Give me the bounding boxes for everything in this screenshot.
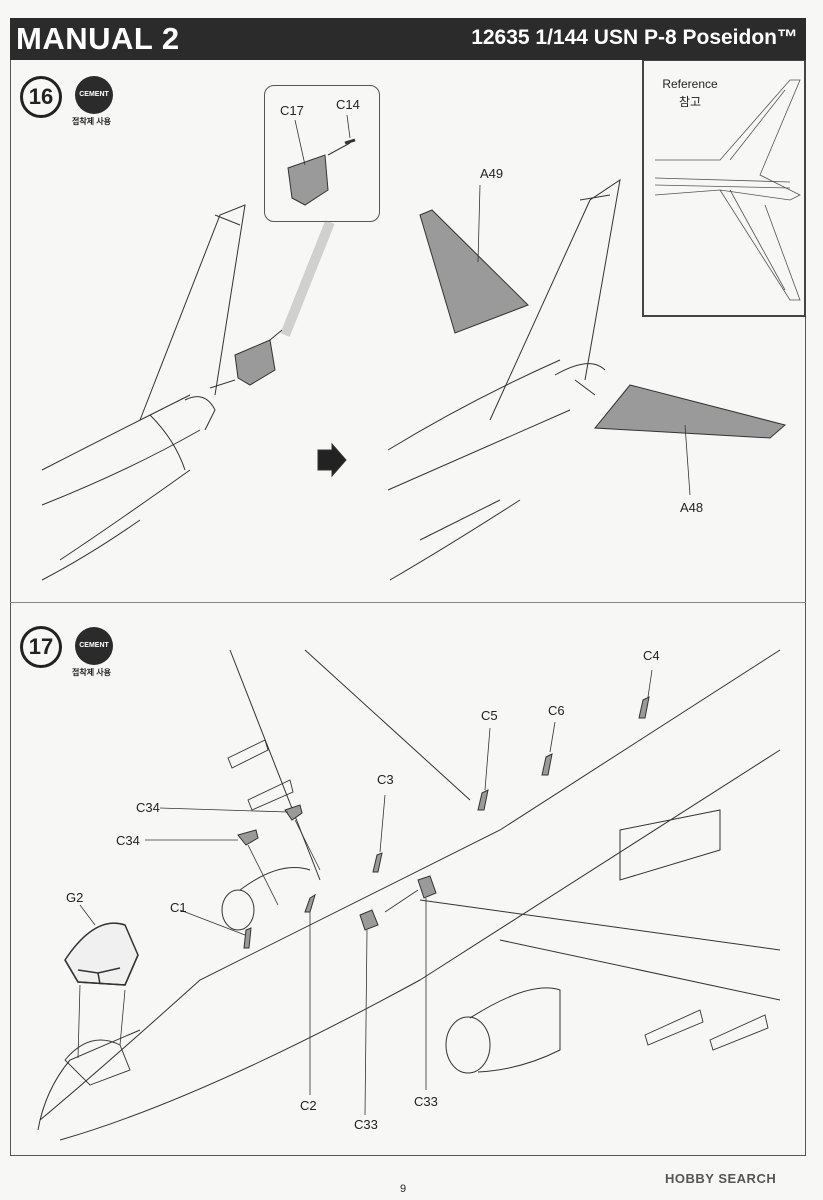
- antenna-parts: [237, 696, 650, 949]
- part-c17-left: [234, 339, 276, 386]
- step17-fuselage: [37, 649, 781, 1141]
- cement-note: 접착제 사용: [72, 117, 112, 126]
- cockpit-opening: [64, 1039, 131, 1086]
- part-c17-detail: [287, 154, 329, 206]
- reference-label: Reference: [662, 77, 718, 91]
- part-label-c2: C2: [300, 1098, 317, 1113]
- cement-icon: CEMENT: [75, 76, 113, 114]
- step-16-number: 16: [20, 76, 62, 118]
- engine-nacelle-left: [221, 867, 311, 931]
- missiles: [227, 739, 769, 1051]
- part-label-c1: C1: [170, 900, 187, 915]
- part-label-c33: C33: [414, 1094, 438, 1109]
- part-label-c33: C33: [354, 1117, 378, 1132]
- engine-nacelle-right: [445, 987, 561, 1074]
- part-label-c17: C17: [280, 103, 304, 118]
- step16-fuselage-left: [41, 204, 246, 581]
- cement-note: 접착제 사용: [72, 668, 112, 677]
- leader-lines: [77, 669, 653, 1116]
- part-label-a48: A48: [680, 500, 704, 515]
- part-a49: [419, 209, 529, 334]
- arrow-right-icon: [317, 442, 347, 478]
- part-label-c34: C34: [116, 833, 140, 848]
- part-label-c5: C5: [481, 708, 498, 723]
- page-frame: [10, 60, 806, 1156]
- part-label-c14: C14: [336, 97, 360, 112]
- cement-icon: CEMENT: [75, 627, 113, 665]
- step16-fuselage-right: [387, 178, 621, 581]
- part-label-c4: C4: [643, 648, 660, 663]
- watermark: HOBBY SEARCH: [665, 1171, 777, 1186]
- part-a48: [593, 384, 787, 439]
- detail-inset-box: [264, 85, 380, 222]
- reference-label-ko: 참고: [678, 95, 702, 109]
- page-header: MANUAL 2 12635 1/144 USN P-8 Poseidon™: [10, 18, 806, 60]
- part-label-c3: C3: [377, 772, 394, 787]
- part-label-c34: C34: [136, 800, 160, 815]
- reference-box: [642, 60, 806, 317]
- manual-title: MANUAL 2: [16, 21, 180, 56]
- step-17-number: 17: [20, 626, 62, 668]
- page-number: 9: [400, 1183, 407, 1195]
- part-label-c6: C6: [548, 703, 565, 718]
- part-label-a49: A49: [480, 166, 504, 181]
- part-label-g2: G2: [66, 890, 84, 905]
- product-title: 12635 1/144 USN P-8 Poseidon™: [471, 26, 798, 49]
- part-g2-canopy: [64, 922, 139, 986]
- step-divider: [10, 602, 806, 603]
- reference-tail-drawing: [654, 79, 801, 301]
